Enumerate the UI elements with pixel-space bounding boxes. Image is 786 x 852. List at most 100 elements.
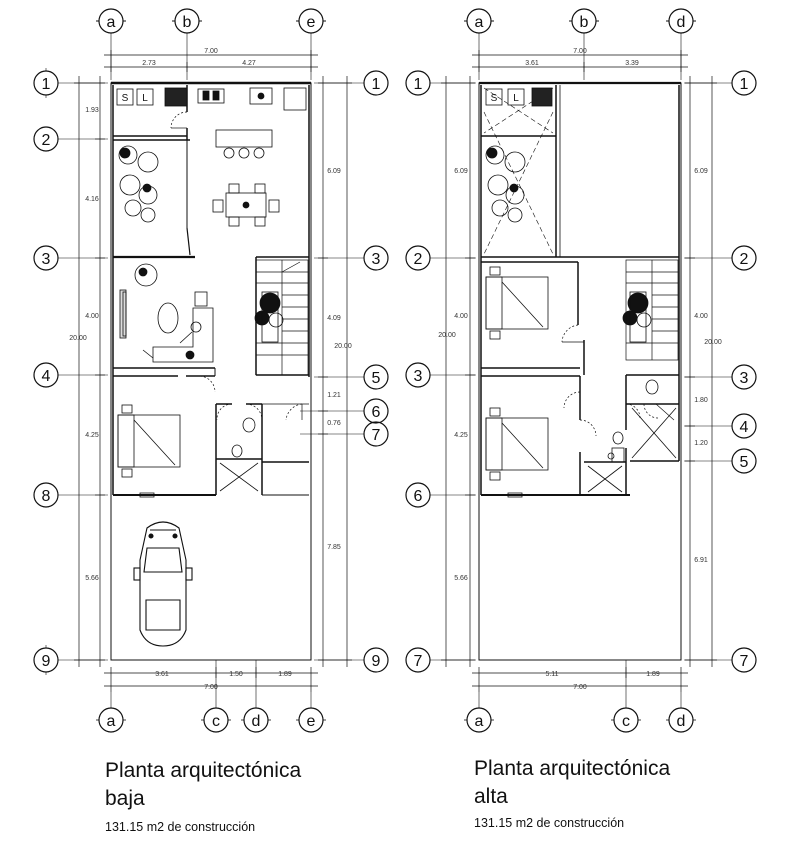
ground-right-total: 20.00 xyxy=(334,343,352,350)
ground-bubble-bottom-e: e xyxy=(307,713,316,730)
ground-right-dim-5: 7.85 xyxy=(327,544,341,551)
ground-left-dim-1: 1.93 xyxy=(85,107,99,114)
upper-bottom-dim-1: 5.11 xyxy=(545,671,558,678)
ground-right-dim-3: 1.21 xyxy=(327,392,341,399)
ground-bubble-bottom-d: d xyxy=(252,713,261,730)
ground-bottom-total: 7.00 xyxy=(204,684,218,691)
upper-right-dim-1: 6.09 xyxy=(694,168,708,175)
upper-bottom-dimensions: 5.11 1.89 7.00 xyxy=(472,667,688,692)
upper-right-dim-3: 1.80 xyxy=(694,397,708,404)
ground-bubble-top-a: a xyxy=(107,14,116,31)
ground-bubble-bottom-a: a xyxy=(107,713,116,730)
upper-doors xyxy=(561,324,675,437)
stove-glyph-l: L xyxy=(142,93,148,104)
upper-planters xyxy=(485,145,652,343)
ground-bubble-left-1: 1 xyxy=(42,76,51,93)
ground-left-dim-5: 5.66 xyxy=(85,575,99,582)
upper-bottom-dim-2: 1.89 xyxy=(646,671,660,678)
upper-right-dimensions: 6.09 4.00 1.80 1.20 6.91 20.00 xyxy=(685,76,722,667)
upper-plan-area: 131.15 m2 de construcción xyxy=(474,816,625,830)
ground-bubble-top-e: e xyxy=(307,14,316,31)
upper-left-dimensions: 6.09 4.00 4.25 5.66 20.00 xyxy=(438,76,475,667)
ground-bubble-left-2: 2 xyxy=(42,132,51,149)
upper-right-grid-bubbles: 1 2 3 4 5 7 xyxy=(684,70,757,673)
upper-bubble-right-7: 7 xyxy=(740,653,749,670)
ground-top-total: 7.00 xyxy=(204,48,218,55)
upper-top-total: 7.00 xyxy=(573,48,587,55)
laundry-glyph-s: S xyxy=(491,93,498,104)
stove-glyph-s: S xyxy=(122,93,129,104)
ground-plan-title-line2: baja xyxy=(105,787,145,810)
upper-voids xyxy=(483,87,554,255)
ground-left-dim-2: 4.16 xyxy=(85,196,99,203)
upper-stairs xyxy=(625,259,679,361)
upper-bubble-left-2: 2 xyxy=(414,251,423,268)
ground-bubble-top-b: b xyxy=(183,14,192,31)
upper-bubble-bottom-c: c xyxy=(622,713,630,730)
upper-bubble-right-3: 3 xyxy=(740,370,749,387)
ground-bubble-right-6: 6 xyxy=(372,404,381,421)
ground-stairs xyxy=(255,259,309,376)
upper-bubble-left-1: 1 xyxy=(414,76,423,93)
ground-bubble-right-7: 7 xyxy=(372,427,381,444)
upper-bubble-left-6: 6 xyxy=(414,488,423,505)
ground-top-dimensions: 7.00 2.73 4.27 xyxy=(104,48,318,72)
upper-bubble-bottom-a: a xyxy=(475,713,484,730)
upper-top-dim-1: 3.61 xyxy=(525,60,539,67)
upper-plan-title-line2: alta xyxy=(474,785,508,808)
laundry-glyph-l: L xyxy=(513,93,519,104)
ground-bubble-bottom-c: c xyxy=(212,713,220,730)
ground-bathroom xyxy=(219,417,259,492)
ground-right-dim-2: 4.09 xyxy=(327,315,341,322)
upper-bubble-top-b: b xyxy=(580,14,589,31)
ground-car-icon xyxy=(133,521,193,647)
upper-bottom-total: 7.00 xyxy=(573,684,587,691)
upper-bottom-grid-bubbles: a c d xyxy=(464,660,696,733)
upper-bedroom-1 xyxy=(485,266,549,340)
ground-bubble-right-9: 9 xyxy=(372,653,381,670)
upper-bubble-bottom-d: d xyxy=(677,713,686,730)
upper-bubble-right-5: 5 xyxy=(740,454,749,471)
ground-bubble-left-3: 3 xyxy=(42,251,51,268)
upper-left-dim-1: 6.09 xyxy=(454,168,468,175)
ground-plan-area: 131.15 m2 de construcción xyxy=(105,820,256,834)
ground-kitchen: S L xyxy=(116,87,307,159)
upper-bubble-top-a: a xyxy=(475,14,484,31)
ground-left-dim-4: 4.25 xyxy=(85,432,99,439)
ground-left-dim-3: 4.00 xyxy=(85,313,99,320)
ground-left-dimensions: 1.93 4.16 4.00 4.25 5.66 20.00 xyxy=(69,76,105,667)
ground-doors xyxy=(170,111,303,421)
ground-top-dim-1: 2.73 xyxy=(142,60,156,67)
ground-right-dim-4: 0.76 xyxy=(327,420,341,427)
upper-right-dim-4: 1.20 xyxy=(694,440,708,447)
upper-floor-plan: a b d 7.00 3.61 3.39 1 2 3 xyxy=(405,8,757,733)
upper-bathroom xyxy=(587,379,677,493)
upper-bubble-left-3: 3 xyxy=(414,368,423,385)
ground-left-total: 20.00 xyxy=(69,335,87,342)
ground-bottom-grid-bubbles: a c d e xyxy=(96,660,326,733)
ground-bubble-left-8: 8 xyxy=(42,488,51,505)
ground-planters xyxy=(118,145,284,343)
ground-bottom-dim-3: 1.89 xyxy=(278,671,292,678)
ground-right-dimensions: 6.09 4.09 1.21 0.76 7.85 20.00 xyxy=(318,76,352,667)
ground-bubble-right-3: 3 xyxy=(372,251,381,268)
ground-top-dim-2: 4.27 xyxy=(242,60,256,67)
upper-bubble-left-7: 7 xyxy=(414,653,423,670)
upper-right-dim-2: 4.00 xyxy=(694,313,708,320)
ground-bottom-dim-2: 1.50 xyxy=(229,671,243,678)
ground-right-grid-bubbles: 1 3 5 6 7 9 xyxy=(300,70,389,673)
ground-bubble-right-1: 1 xyxy=(372,76,381,93)
upper-left-total: 20.00 xyxy=(438,332,456,339)
upper-left-dim-2: 4.00 xyxy=(454,313,468,320)
ground-bedroom xyxy=(117,404,181,498)
upper-left-dim-4: 5.66 xyxy=(454,575,468,582)
ground-living-room xyxy=(119,263,214,363)
upper-bubble-right-1: 1 xyxy=(740,76,749,93)
upper-plan-title-line1: Planta arquitectónica xyxy=(474,757,671,780)
upper-right-dim-5: 6.91 xyxy=(694,557,708,564)
upper-bubble-right-2: 2 xyxy=(740,251,749,268)
ground-dining-table xyxy=(212,183,280,227)
ground-bottom-dim-1: 3.61 xyxy=(155,671,169,678)
ground-bubble-right-5: 5 xyxy=(372,370,381,387)
